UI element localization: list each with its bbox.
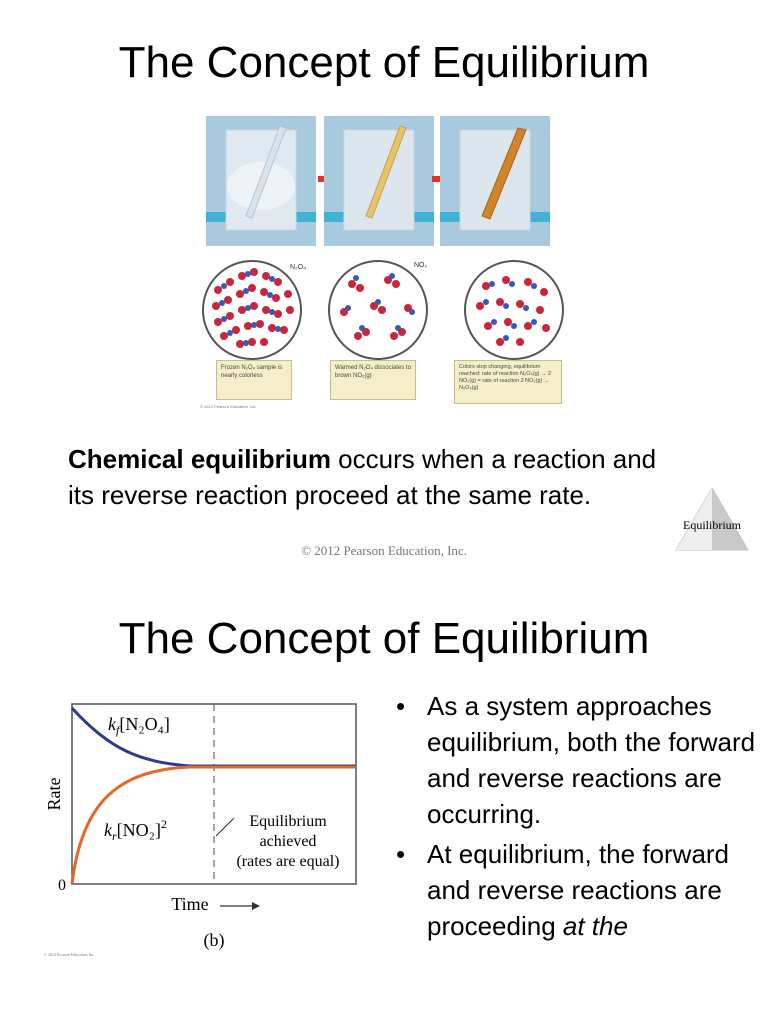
annotation-line-1: Equilibrium xyxy=(249,813,327,830)
rate-vs-time-graph: Rate 0 kf[N₂O₄] kr[NO₂]2 Equilibrium ach… xyxy=(44,703,357,958)
y-axis-label: Rate xyxy=(44,778,64,811)
bullet-list: • As a system approaches equilibrium, bo… xyxy=(396,688,766,948)
copyright-text: © 2012 Pearson Education, Inc. xyxy=(301,543,467,558)
beaker-frozen xyxy=(206,116,316,246)
caption-warmed: Warmed N₂O₄ dissociates to brown NO₂(g) xyxy=(330,360,416,400)
slide-title: The Concept of Equilibrium xyxy=(118,614,650,663)
slide-2: The Concept of Equilibrium Rate 0 kf[N₂O… xyxy=(0,580,768,1024)
zero-label: 0 xyxy=(58,877,66,894)
definition-text: Chemical equilibrium occurs when a react… xyxy=(68,441,668,513)
equilibrium-badge: Equilibrium xyxy=(672,484,752,556)
bullet-item: • As a system approaches equilibrium, bo… xyxy=(396,688,766,832)
graph-credit: © 2012 Pearson Education, Inc. xyxy=(44,952,95,958)
badge-label: Equilibrium xyxy=(683,518,741,532)
slide-title: The Concept of Equilibrium xyxy=(118,38,650,87)
annotation-pointer xyxy=(215,817,235,837)
slide-1: The Concept of Equilibrium xyxy=(68,38,752,558)
annotation-line-2: achieved xyxy=(260,833,317,850)
caption-frozen: Frozen N₂O₄ sample is nearly colorless xyxy=(216,360,292,400)
panel-label: (b) xyxy=(204,930,225,951)
bullet-text: At equilibrium, the forward and reverse … xyxy=(427,839,730,941)
bullet-icon: • xyxy=(396,839,406,869)
reverse-rate-label: kr[NO₂]2 xyxy=(104,817,167,843)
no2-label: NO₂ xyxy=(414,262,428,269)
equilibrium-figure: N₂O₄ NO₂ Frozen N₂O₄ sample is nearly co… xyxy=(196,112,566,412)
time-arrowhead-icon xyxy=(252,902,260,910)
n2o4-label: N₂O₄ xyxy=(290,264,307,271)
forward-rate-curve xyxy=(70,706,356,768)
bullet-emphasis: at the xyxy=(562,911,628,941)
figure-credit: © 2012 Pearson Education, Inc. xyxy=(200,404,257,409)
annotation-line-3: (rates are equal) xyxy=(236,853,339,870)
forward-rate-label: kf[N₂O₄] xyxy=(108,714,170,737)
bullet-icon: • xyxy=(396,691,406,721)
bold-term: Chemical equilibrium xyxy=(68,444,331,474)
beaker-warmed xyxy=(324,116,434,246)
molecules-equilibrium xyxy=(464,260,564,360)
beaker-equilibrium xyxy=(440,116,550,246)
reverse-rate-curve xyxy=(70,765,356,885)
molecules-warmed xyxy=(328,260,428,360)
pyramid-icon xyxy=(675,487,749,551)
molecules-frozen xyxy=(202,260,302,360)
bullet-text: As a system approaches equilibrium, both… xyxy=(427,691,756,829)
caption-equilibrium: Colors stop changing, equilibrium reache… xyxy=(454,360,562,404)
bullet-item: • At equilibrium, the forward and revers… xyxy=(396,836,766,944)
x-axis-label: Time xyxy=(171,894,208,914)
definition-rest: occurs when a reaction and its reverse r… xyxy=(68,444,657,510)
